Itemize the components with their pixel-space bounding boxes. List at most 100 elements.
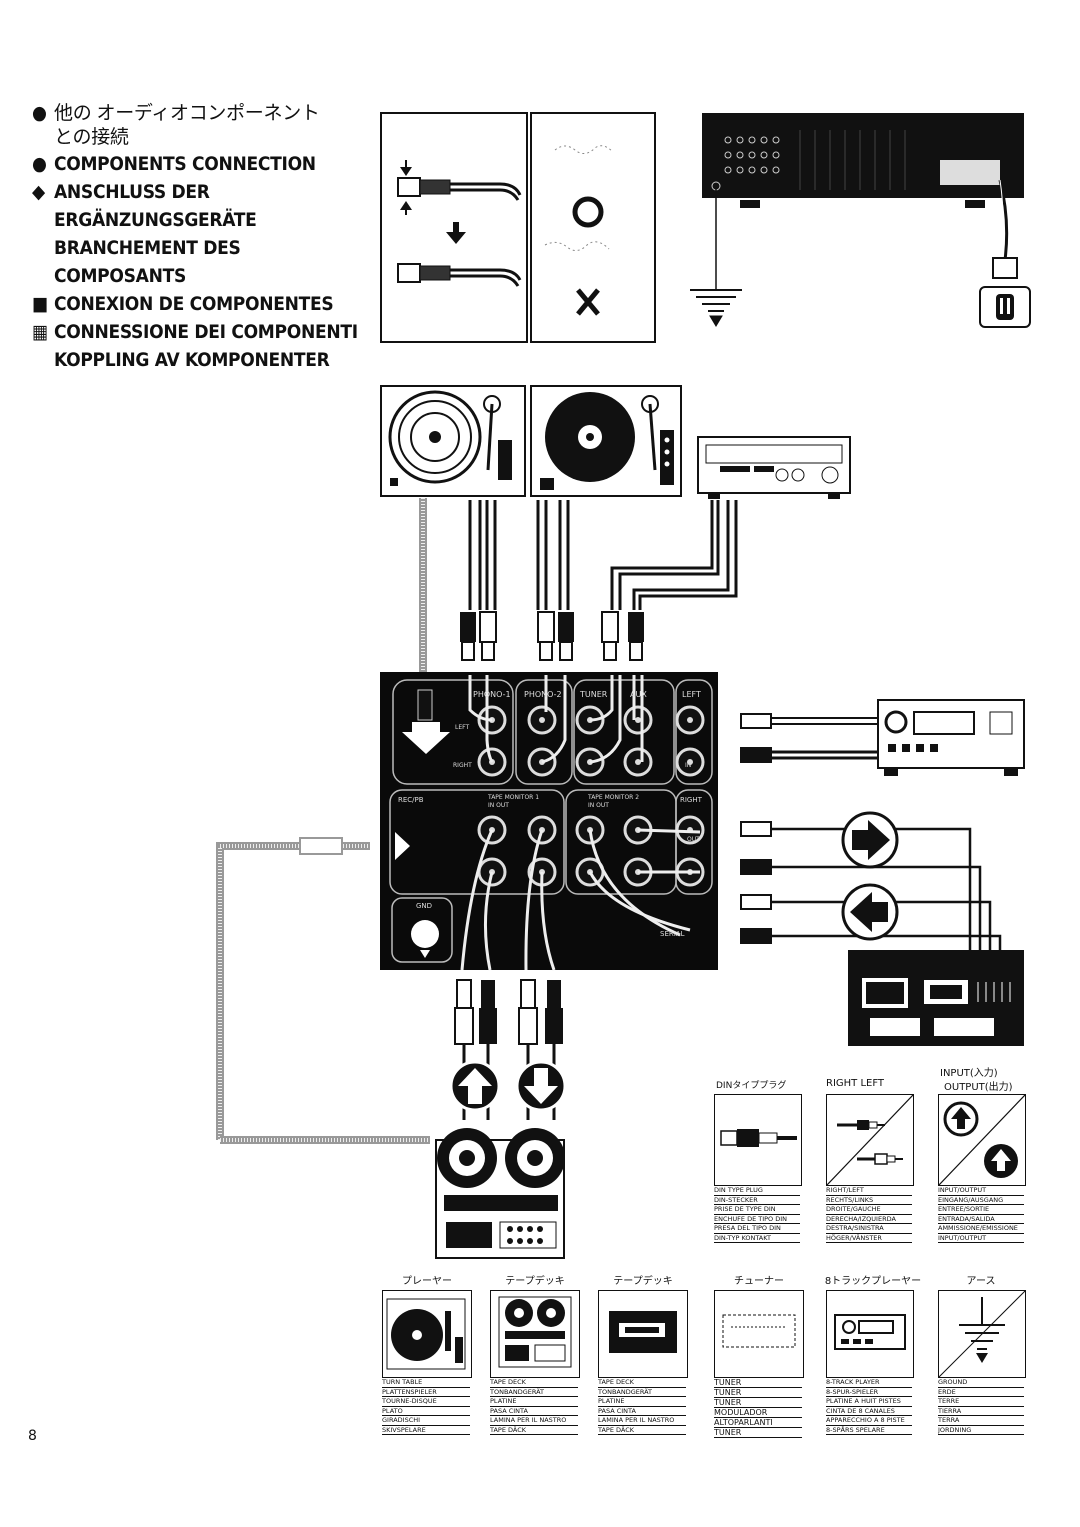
category-list-player: TURN TABLE PLATTENSPIELER TOURNE-DISQUE … [382,1378,470,1435]
legend-item: DROITE/GAUCHE [826,1205,912,1215]
category-item: 8-SPÅRS SPELARE [826,1426,912,1435]
rear-panel [380,672,718,971]
category-item: TAPE DECK [490,1378,578,1388]
legend-io-list: INPUT/OUTPUT EINGANG/AUSGANG ENTREE/SORT… [938,1186,1024,1243]
category-item: GIRADISCHI [382,1416,470,1426]
category-item: TERRE [938,1397,1024,1407]
din-cable [216,498,430,1144]
title-sv: KOPPLING AV KOMPONENTER [54,349,330,371]
legend-item: EINGANG/AUSGANG [938,1196,1024,1205]
title-jp-2: との接続 [54,126,129,148]
label-recpb: REC/PB [398,796,424,804]
legend-item: DIN-STECKER [714,1196,800,1205]
label-serial: SERIAL [660,930,685,938]
label-tape-monitor-2: TAPE MONITOR 2 [588,794,640,801]
legend-item: PRISE DE TYPE DIN [714,1205,800,1215]
icon-box-ground [938,1290,1026,1378]
label-aux: AUX [630,690,647,699]
category-item: TONBANDGERÄT [598,1388,686,1397]
category-item: 8-SPUR-SPIELER [826,1388,912,1397]
icon-box-tuner [714,1290,804,1378]
legend-item: ENTREE/SORTIE [938,1205,1024,1215]
label-out: OUT [687,836,700,843]
legend-item: ENTRADA/SALIDA [938,1215,1024,1224]
legend-rl-title: RIGHT LEFT [826,1078,885,1089]
category-item: ALTOPARLANTI [714,1418,802,1428]
category-item: TUNER [714,1398,802,1408]
legend-rl-list: RIGHT/LEFT RECHTS/LINKS DROITE/GAUCHE DE… [826,1186,912,1243]
category-list-8track: 8-TRACK PLAYER 8-SPUR-SPIELER PLATINE A … [826,1378,912,1435]
category-title-tape-deck-2: テープデッキ [613,1276,673,1287]
tuner-icon [722,1314,796,1348]
category-item: PLATINE [490,1397,578,1407]
input-output-icon [938,1094,1026,1186]
ground-wire [690,186,742,327]
legend-item: DIN TYPE PLUG [714,1186,800,1196]
category-item: LAMINA PER IL NASTRO [598,1416,686,1426]
category-item: TOURNE-DISQUE [382,1397,470,1407]
cassette-deck [848,950,1024,1046]
tuner-device [697,436,851,499]
category-item: TUNER [714,1378,802,1388]
legend-din-box [714,1094,802,1186]
title-it: ▦CONNESSIONE DEI COMPONENTI [32,321,358,343]
category-item: TAPE DÄCK [598,1426,686,1435]
turntable-icon [386,1298,466,1370]
turntable-2 [530,385,682,497]
arrow-down-icon [446,232,466,244]
legend-item: DESTRA/SINISTRA [826,1224,912,1234]
category-list-ground: GROUND ERDE TERRE TIERRA TERRA JORDNING [938,1378,1024,1435]
legend-item: INPUT/OUTPUT [938,1234,1024,1243]
reel-deck-icon [498,1296,572,1368]
category-item: TAPE DECK [598,1378,686,1388]
icon-box-cassette-deck [598,1290,688,1378]
category-item: MODULADOR [714,1408,802,1418]
category-item: PLATTENSPIELER [382,1388,470,1397]
category-item: TURN TABLE [382,1378,470,1388]
category-title-player: プレーヤー [402,1276,452,1287]
title-jp: ●他の オーディオコンポーネント [32,102,320,124]
gnd-terminal [411,920,439,948]
category-item: TIERRA [938,1407,1024,1416]
title-fr-2: COMPOSANTS [54,265,186,287]
icon-box-player [382,1290,472,1378]
category-item: TUNER [714,1388,802,1398]
category-item: GROUND [938,1378,1024,1388]
rca-plugs-top [460,611,644,661]
upper-cables [468,500,738,610]
ground-icon [938,1290,1026,1378]
din-arrow-icon [402,722,450,754]
icon-box-reel-deck [490,1290,580,1378]
label-tape2-in-out: IN OUT [588,802,609,809]
eight-track-icon [834,1314,906,1350]
din-plug-icon [720,1129,797,1147]
category-title-8track: 8トラックプレーヤー [824,1276,922,1287]
category-item: ERDE [938,1388,1024,1397]
page-number: 8 [28,1428,37,1444]
category-item: APPARECCHIO A 8 PISTE [826,1416,912,1426]
category-title-ground: アース [966,1276,996,1287]
category-list-tuner: TUNER TUNER TUNER MODULADOR ALTOPARLANTI… [714,1378,802,1438]
legend-io-title-out: OUTPUT(出力) [944,1082,1013,1093]
label-gnd: GND [416,902,433,910]
label-phono1: PHONO-1 [473,690,511,699]
legend-item: HÖGER/VÄNSTER [826,1234,912,1243]
aux-device [877,699,1025,776]
ok-mark [572,196,604,228]
label-phono2: PHONO-2 [524,690,562,699]
power-cord [979,179,1031,328]
category-item: SKIVSPELARE [382,1426,470,1435]
category-item: PLATINE A HUIT PISTES [826,1397,912,1407]
legend-din-title: DINタイププラグ [716,1081,787,1091]
turntable-1 [380,385,526,497]
icon-box-8track [826,1290,914,1378]
cassette-deck-icon [609,1311,677,1353]
label-tape1-in-out: IN OUT [488,802,509,809]
category-item: CINTA DE 8 CANALES [826,1407,912,1416]
label-left: LEFT [682,690,701,699]
category-item: PASA CINTA [598,1407,686,1416]
label-in: IN [685,762,692,769]
legend-item: DERECHA/IZQUIERDA [826,1215,912,1224]
title-fr: BRANCHEMENT DES [54,237,241,259]
